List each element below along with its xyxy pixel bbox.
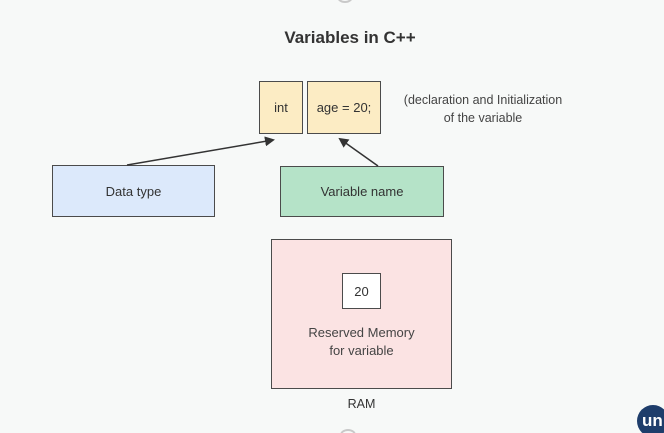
type-keyword-text: int bbox=[274, 100, 288, 115]
brand-logo-text: un bbox=[642, 411, 663, 430]
memory-value-box: 20 bbox=[342, 273, 381, 309]
ram-box bbox=[271, 239, 452, 389]
reserved-memory-line2: for variable bbox=[329, 343, 394, 358]
diagram-title: Variables in C++ bbox=[284, 28, 416, 47]
memory-value: 20 bbox=[354, 283, 369, 299]
top-scroll-indicator bbox=[337, 0, 353, 3]
declaration-note-line1: (declaration and Initialization bbox=[403, 93, 563, 107]
type-keyword-box: int bbox=[259, 81, 303, 134]
bottom-scroll-indicator bbox=[340, 429, 356, 433]
data-type-box: Data type bbox=[52, 165, 215, 217]
reserved-memory-label: Reserved Memory for variable bbox=[272, 324, 451, 360]
variable-name-label: Variable name bbox=[320, 184, 404, 199]
data-type-arrow bbox=[126, 136, 275, 166]
declaration-note: (declaration and Initialization of the v… bbox=[393, 91, 573, 127]
data-type-label: Data type bbox=[105, 183, 162, 199]
variable-name-box: Variable name bbox=[280, 166, 444, 217]
declaration-note-line2: of the variable bbox=[443, 111, 523, 125]
brand-logo-icon[interactable]: un bbox=[637, 405, 664, 433]
statement-text: age = 20; bbox=[316, 100, 372, 115]
reserved-memory-line1: Reserved Memory bbox=[308, 325, 415, 340]
statement-box: age = 20; bbox=[307, 81, 381, 134]
variable-name-arrow bbox=[338, 137, 379, 167]
ram-label: RAM bbox=[347, 397, 376, 411]
